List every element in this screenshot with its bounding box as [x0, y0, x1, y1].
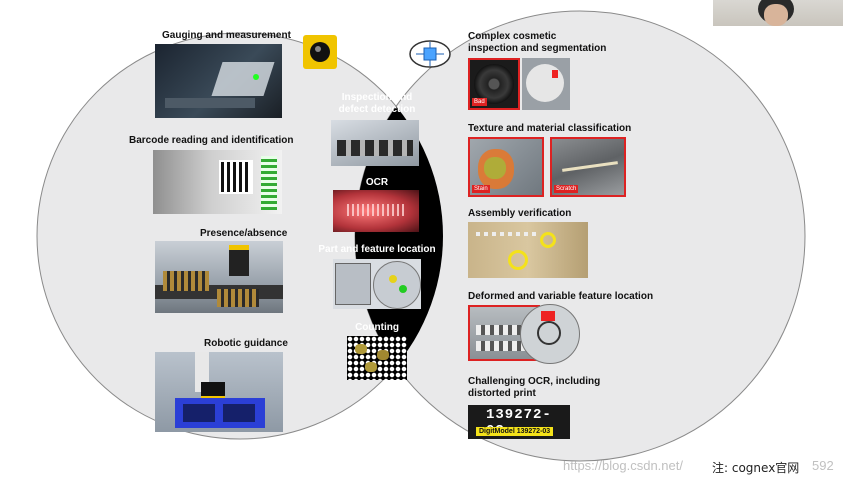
- cosmetic-image-2: [522, 58, 570, 110]
- gauging-image: [155, 44, 282, 118]
- label-assembly: Assembly verification: [468, 208, 572, 219]
- challenging-ocr-image: 139272-03 DigitModel 139272-03: [468, 405, 570, 439]
- barcode-image: [153, 150, 282, 214]
- camera-icon: [303, 35, 337, 69]
- label-robotic: Robotic guidance: [204, 338, 288, 349]
- label-counting: Counting: [355, 322, 399, 333]
- label-ocr: OCR: [365, 177, 389, 188]
- assembly-image: [468, 222, 588, 278]
- ocr-small-label: DigitModel 139272-03: [476, 427, 554, 436]
- label-part-location: Part and feature location: [318, 244, 436, 255]
- part-location-image: [333, 259, 421, 309]
- watermark-tail: 592: [812, 458, 834, 473]
- ai-brain-icon: [404, 38, 456, 72]
- texture-image-1: Stain: [468, 137, 544, 197]
- webcam-thumbnail: [713, 0, 843, 26]
- source-note: 注: cognex官网: [712, 461, 800, 475]
- label-challenging-ocr: Challenging OCR, including distorted pri…: [468, 376, 601, 399]
- watermark-url: https://blog.csdn.net/: [563, 458, 683, 473]
- label-barcode: Barcode reading and identification: [129, 135, 294, 146]
- label-texture: Texture and material classification: [468, 123, 632, 134]
- label-gauging: Gauging and measurement: [162, 30, 291, 41]
- texture-tag-1: Stain: [472, 185, 490, 193]
- counting-image: [347, 336, 407, 380]
- cosmetic-image-1: Bad: [468, 58, 520, 110]
- deformed-image-2: [520, 304, 580, 364]
- label-deformed: Deformed and variable feature location: [468, 291, 654, 302]
- presence-image: [155, 241, 283, 313]
- inspection-image: [331, 120, 419, 166]
- label-inspection: Inspection and defect detection: [338, 92, 416, 115]
- ocr-image: [333, 190, 419, 232]
- texture-tag-2: Scratch: [554, 185, 579, 193]
- texture-image-2: Scratch: [550, 137, 626, 197]
- robotic-image: [155, 352, 283, 432]
- label-presence: Presence/absence: [200, 228, 288, 239]
- cosmetic-tag: Bad: [472, 98, 487, 106]
- label-cosmetic: Complex cosmetic inspection and segmenta…: [468, 31, 607, 54]
